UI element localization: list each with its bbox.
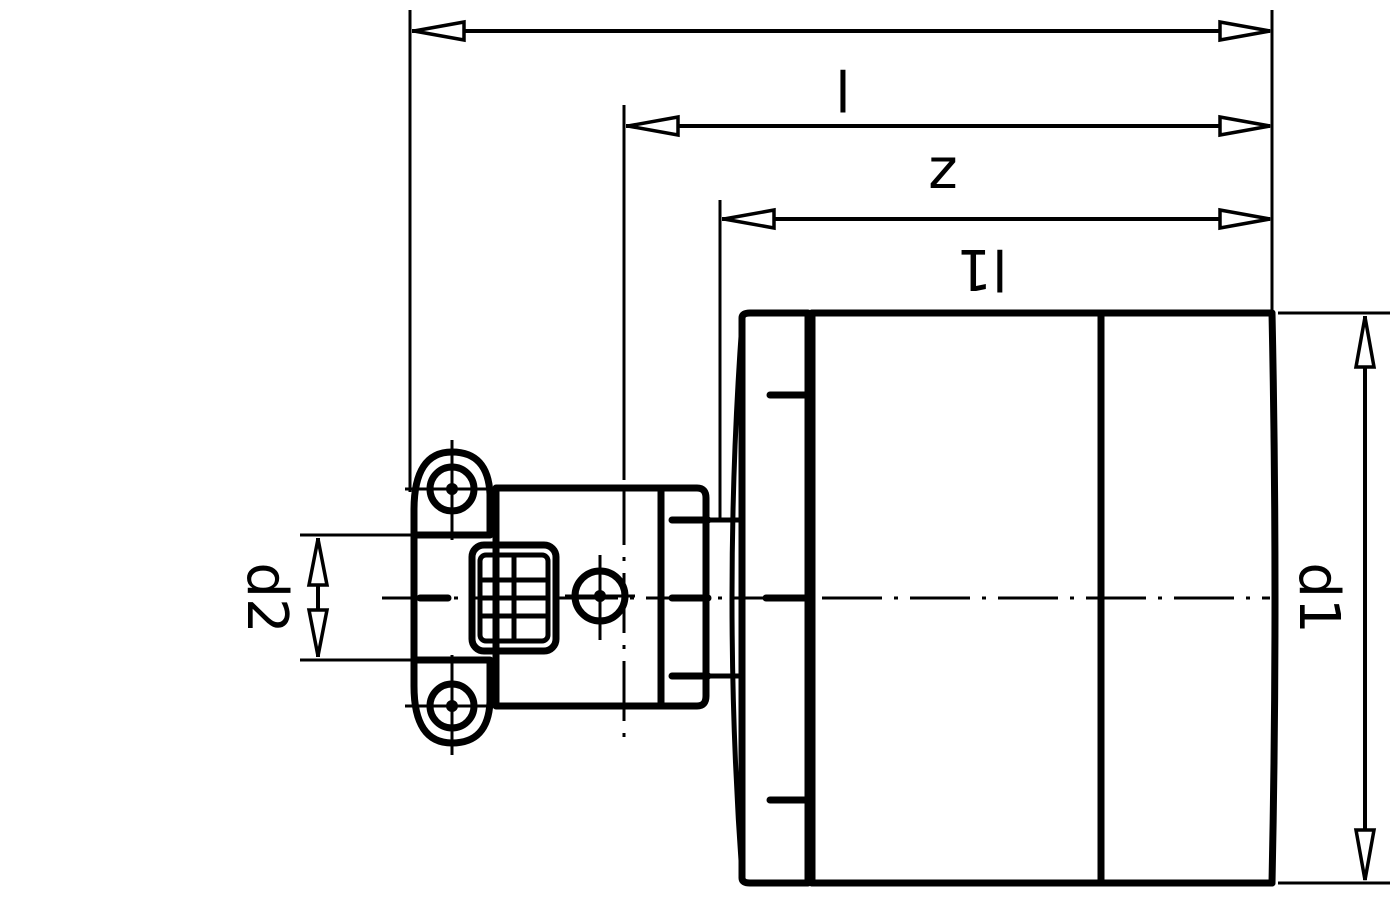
dimension-label-d2: d2	[234, 562, 299, 633]
dimension-line-d1	[1353, 316, 1377, 881]
dimension-line-d2	[306, 538, 330, 657]
dimension-line-l	[412, 19, 1271, 43]
dimension-label-l: l	[835, 56, 851, 121]
dimension-label-d1: d1	[1286, 562, 1351, 633]
center-lines	[382, 440, 1270, 755]
dimension-label-z: z	[928, 137, 957, 202]
dimension-line-l1	[722, 207, 1271, 231]
dimension-line-z	[626, 114, 1271, 138]
dimension-label-l1: l1	[956, 236, 1007, 301]
extension-lines	[300, 10, 1390, 885]
